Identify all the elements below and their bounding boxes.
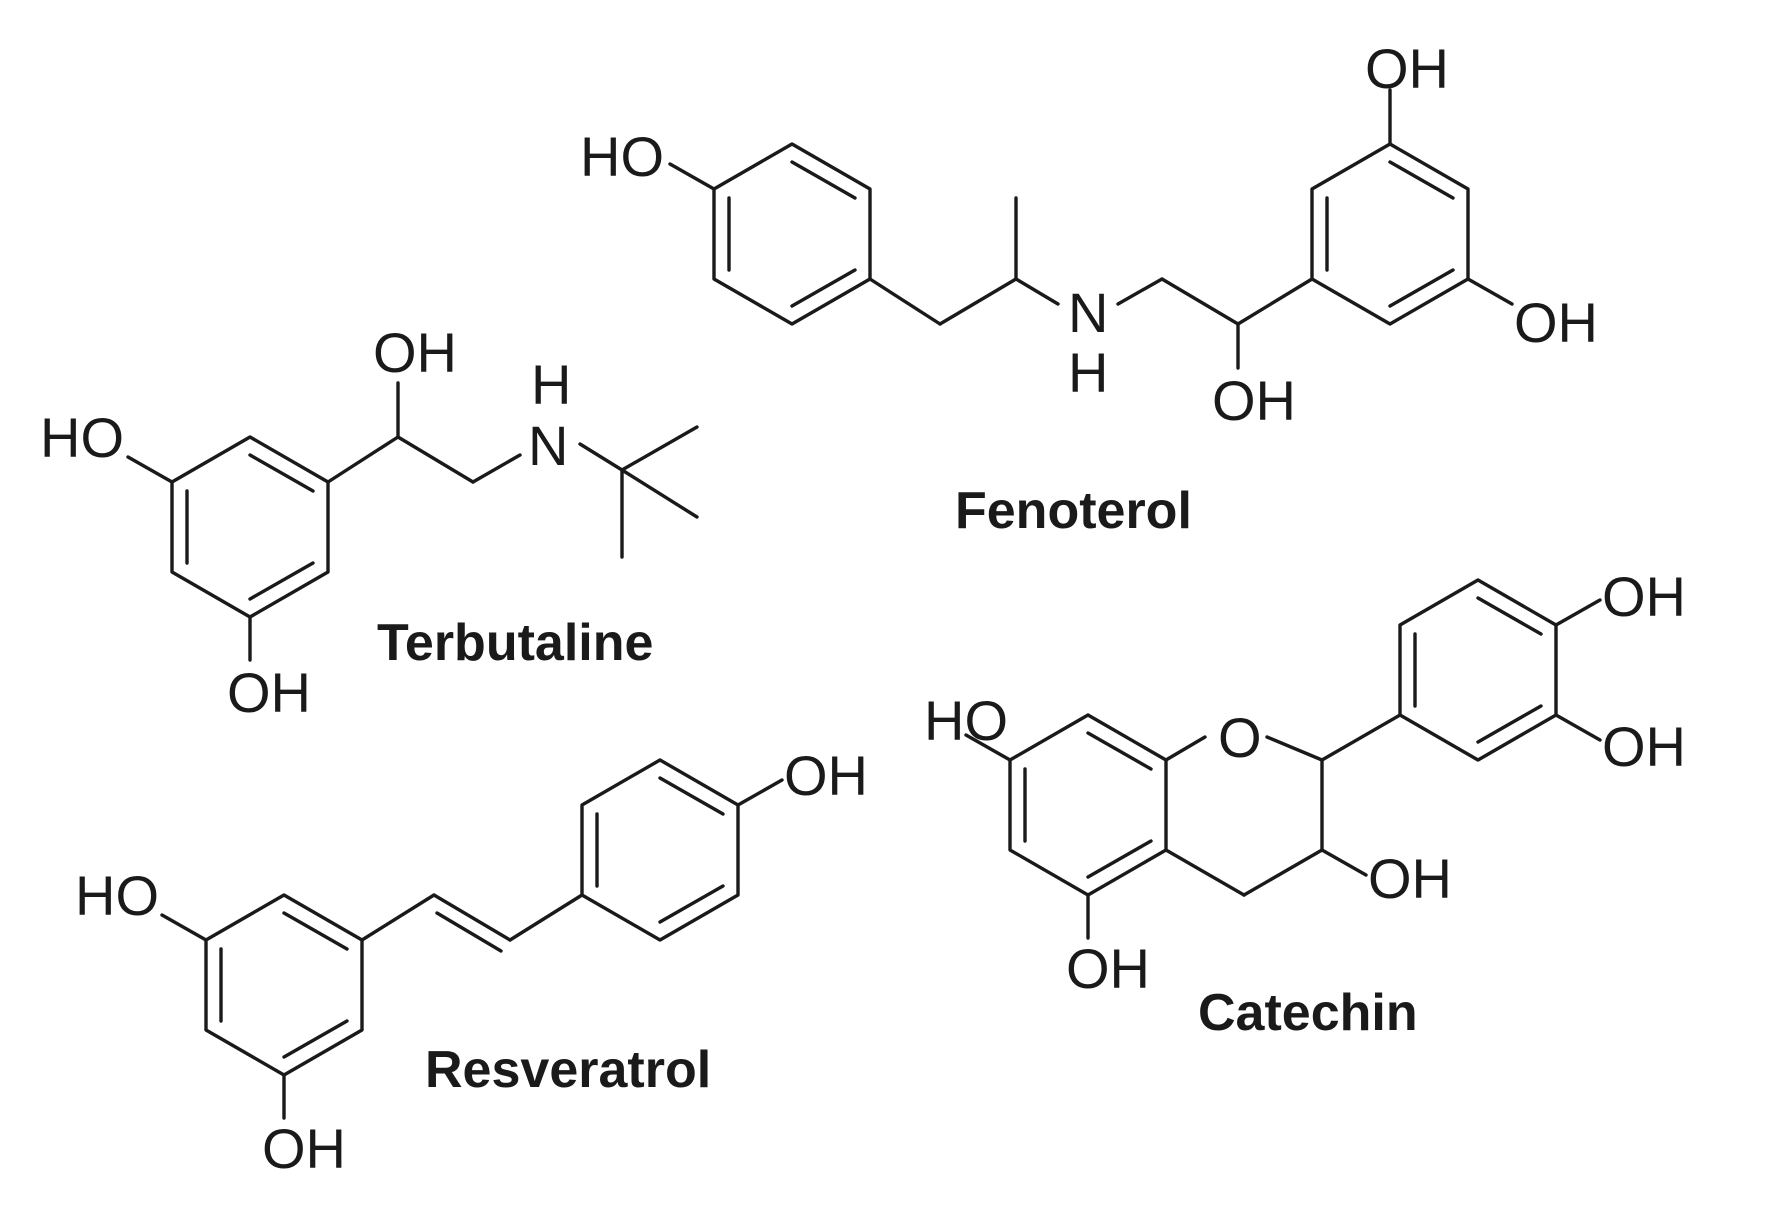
fenoterol-hydroxyl-right: OH bbox=[1514, 291, 1598, 354]
catechin-bonds bbox=[964, 578, 1602, 940]
catechin-hydroxyl-left: HO bbox=[924, 689, 1008, 752]
fenoterol-structure: HO N H OH OH OH Fenoterol bbox=[580, 37, 1598, 540]
catechin-hydroxyl-c3: OH bbox=[1368, 847, 1452, 910]
fenoterol-amine-h: H bbox=[1068, 341, 1108, 404]
catechin-hydroxyl-bottom: OH bbox=[1066, 937, 1150, 1000]
terbutaline-name: Terbutaline bbox=[377, 614, 653, 672]
resveratrol-hydroxyl-right: OH bbox=[784, 744, 868, 807]
terbutaline-hydroxyl-top: OH bbox=[373, 321, 457, 384]
fenoterol-name: Fenoterol bbox=[955, 482, 1192, 540]
catechin-structure: HO O OH OH OH OH Catechin bbox=[924, 565, 1686, 1042]
catechin-hydroxyl-lower-right: OH bbox=[1602, 715, 1686, 778]
terbutaline-amine-h: H bbox=[531, 353, 571, 416]
terbutaline-amine-n: N bbox=[528, 414, 568, 477]
resveratrol-hydroxyl-bottom: OH bbox=[262, 1117, 346, 1180]
fenoterol-hydroxyl-left: HO bbox=[580, 125, 664, 188]
terbutaline-hydroxyl-bottom: OH bbox=[227, 661, 311, 724]
fenoterol-hydroxyl-bottom: OH bbox=[1212, 369, 1296, 432]
resveratrol-hydroxyl-left: HO bbox=[75, 864, 159, 927]
catechin-hydroxyl-upper-right: OH bbox=[1602, 565, 1686, 628]
resveratrol-name: Resveratrol bbox=[425, 1041, 711, 1099]
catechin-name: Catechin bbox=[1198, 984, 1418, 1042]
fenoterol-hydroxyl-top: OH bbox=[1365, 37, 1449, 100]
resveratrol-structure: HO OH OH Resveratrol bbox=[75, 744, 868, 1180]
fenoterol-bonds bbox=[668, 88, 1514, 370]
terbutaline-hydroxyl-left: HO bbox=[40, 406, 124, 469]
catechin-ring-oxygen: O bbox=[1218, 706, 1262, 769]
terbutaline-bonds bbox=[126, 381, 699, 662]
resveratrol-bonds bbox=[160, 758, 784, 1120]
fenoterol-amine-n: N bbox=[1068, 281, 1108, 344]
terbutaline-structure: HO OH H N OH Terbutaline bbox=[40, 321, 699, 724]
